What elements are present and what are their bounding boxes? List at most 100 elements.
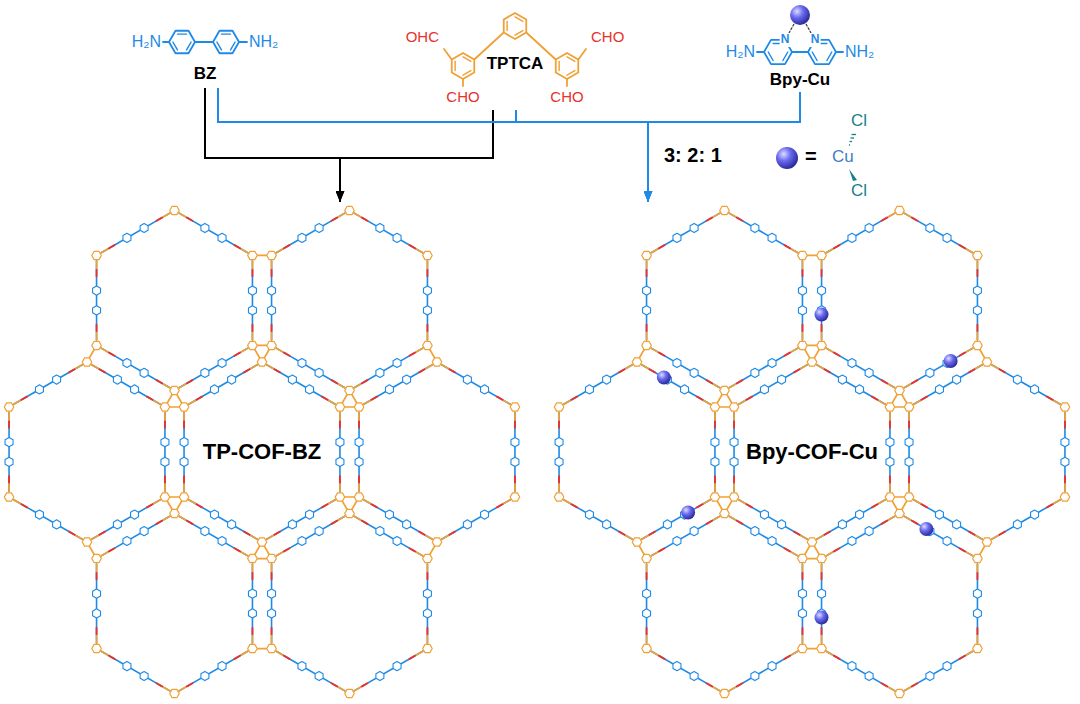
linker-line [179,348,248,388]
imine-bond [976,270,978,276]
benzene-ring [681,385,689,394]
benzene-ring [306,510,314,519]
linker-line [729,687,736,691]
imine-bond [235,656,240,659]
benzene-ring [463,375,471,384]
benzene-ring [268,609,276,618]
imine-bond [882,380,887,383]
benzene-ring [113,375,121,384]
linker-line [625,535,632,539]
benzene-ring [4,493,14,501]
benzene-ring [817,341,827,349]
imine-bond [976,573,978,579]
benzene-ring [140,368,148,377]
linker-line [888,516,895,520]
atom-label: Cl [851,111,867,131]
imine-bond [410,245,415,248]
reaction-arrow [218,88,648,202]
imine-bond [659,245,664,248]
linker-line [642,365,649,369]
linker-line [966,552,973,556]
imine-bond [235,548,240,551]
benzene-ring [170,509,180,517]
hashed-bond [850,141,853,142]
benzene-ring [53,520,61,529]
linker-line [271,332,273,340]
linker-line [564,365,633,405]
linker-line [183,484,185,492]
imine-bond [96,573,98,579]
linker-line [276,348,345,388]
benzene-ring [838,520,846,529]
imine-bond [659,548,664,551]
benzene-ring [218,233,226,242]
benzene-ring [926,368,934,377]
linker-line [802,564,804,643]
imine-bond [969,532,974,535]
benzene-ring [336,438,344,447]
double-bond [463,71,471,76]
linker-line [101,651,108,655]
linker-line [888,687,895,691]
linker-line [914,365,983,405]
linker-line [714,412,716,491]
linker-line [8,484,10,492]
imine-bond [960,353,965,356]
imine-bond [322,504,327,507]
benzene-ring [865,527,873,536]
benzene-ring [690,527,698,536]
imine-bond [912,380,917,383]
imine-bond [244,532,249,535]
double-bond [177,33,186,34]
benzene-ring [798,644,808,652]
linker-line [703,500,710,504]
linker-line [914,400,921,404]
benzene-ring [161,438,169,447]
imine-bond [372,397,377,400]
linker-line [975,535,982,539]
imine-bond [419,532,424,535]
imine-bond [912,521,917,524]
benzene-ring [213,31,239,54]
imine-bond [8,421,10,427]
linker-line [558,412,560,491]
imine-bond [244,369,249,372]
imine-bond [714,421,716,427]
linker-line [904,516,973,556]
imine-bond [960,656,965,659]
benzene-ring [935,510,943,519]
benzene-ring [432,358,442,366]
copper-sphere [919,522,933,536]
benzene-ring [760,385,768,394]
imine-bond [834,353,839,356]
imine-bond [960,245,965,248]
linker-line [729,651,798,691]
benzene-ring [288,375,296,384]
benzene-ring [218,662,226,671]
benzene-ring [798,341,808,349]
imine-bond [426,628,428,634]
imine-bond [449,532,454,535]
linker-line [164,412,166,420]
benzene-ring [817,644,827,652]
benzene-ring [973,589,981,598]
benzene-ring [248,341,258,349]
benzene-ring [267,251,277,259]
linker-line [966,249,973,253]
benzene-ring [905,438,913,447]
linker-line [92,535,99,539]
linker-line [714,484,716,492]
benzene-ring [817,251,827,259]
linker-line [791,651,798,655]
linker-line [713,213,720,217]
linker-line [14,500,83,540]
benzene-ring [1031,385,1039,394]
linker-line [729,384,736,388]
imine-bond [284,656,289,659]
imine-bond [426,573,428,579]
linker-line [977,261,979,269]
imine-bond [109,656,114,659]
copper-sphere [944,354,958,368]
double-bond [173,42,178,50]
imine-bond [69,369,74,372]
